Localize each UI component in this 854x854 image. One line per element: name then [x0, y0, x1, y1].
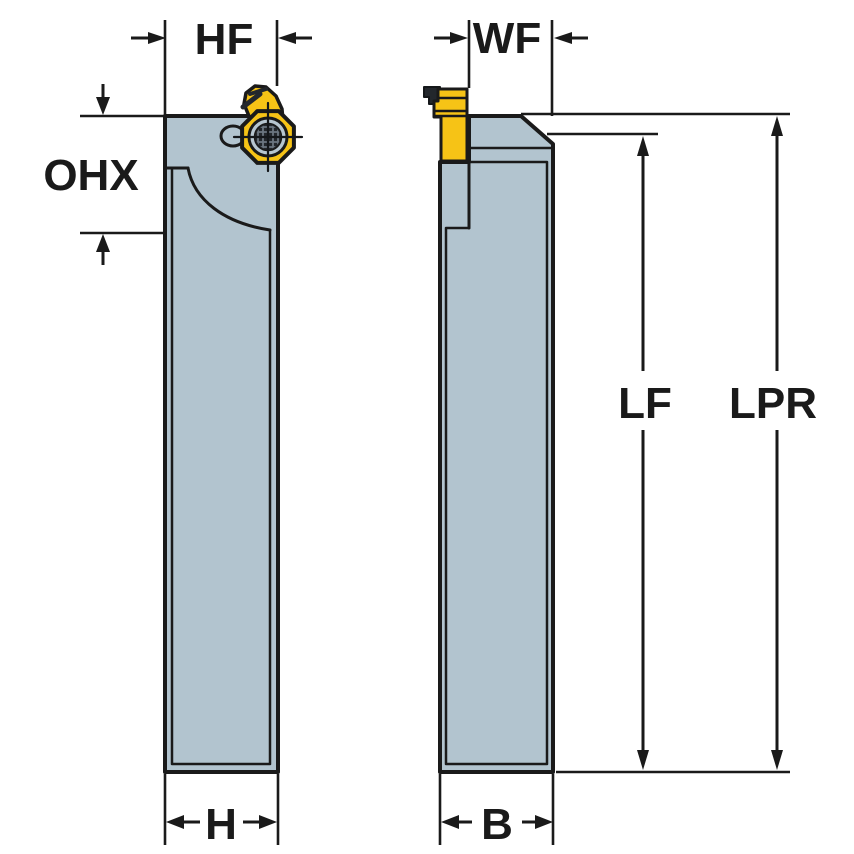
- insert-horn-stripe: [248, 87, 268, 96]
- front-shank-body: [163, 114, 280, 774]
- label-hf: HF: [195, 15, 254, 64]
- clamp-crosshair: [232, 101, 304, 173]
- label-lpr: LPR: [729, 379, 817, 428]
- wf-arrowhead-right: [554, 32, 572, 44]
- ohx-arrowhead-up: [96, 234, 110, 252]
- label-ohx: OHX: [43, 151, 138, 200]
- b-arrowhead-left: [441, 815, 459, 829]
- front-pocket-curve: [186, 166, 272, 232]
- clamp-screw: [232, 101, 304, 173]
- wf-arrowhead-left: [450, 32, 468, 44]
- lpr-arrowhead-up: [771, 116, 783, 136]
- label-lf: LF: [618, 379, 672, 428]
- side-blade-body: [438, 114, 555, 774]
- b-arrowhead-right: [535, 815, 553, 829]
- h-arrowhead-left: [166, 815, 184, 829]
- dimension-arrowheads: [96, 32, 783, 829]
- label-b: B: [481, 800, 513, 849]
- side-view: [423, 86, 555, 774]
- lpr-arrowhead-down: [771, 750, 783, 770]
- front-view: [163, 84, 304, 774]
- label-wf: WF: [473, 14, 541, 63]
- insert-horn-stripe: [240, 91, 263, 110]
- hf-arrowhead-right: [278, 32, 296, 44]
- dimension-lines: [80, 20, 790, 845]
- dimension-labels: HF WF OHX LF LPR H B: [43, 14, 817, 849]
- hf-arrowhead-left: [148, 32, 166, 44]
- side-insert: [432, 87, 469, 163]
- lf-arrowhead-down: [637, 750, 649, 770]
- label-h: H: [205, 800, 237, 849]
- front-shank-inner-edges: [170, 168, 272, 766]
- lf-arrowhead-up: [637, 136, 649, 156]
- h-arrowhead-right: [259, 815, 277, 829]
- ohx-arrowhead-down: [96, 97, 110, 115]
